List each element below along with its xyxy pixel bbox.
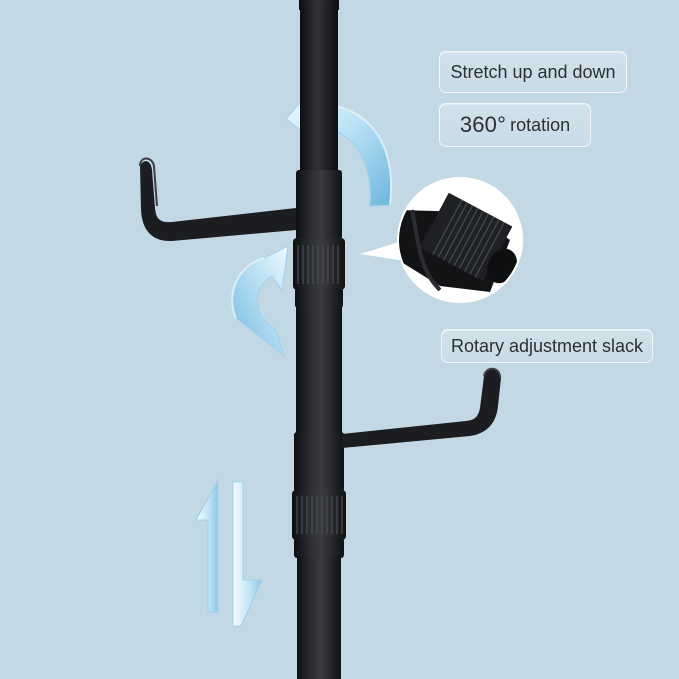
left-hook: [139, 157, 296, 242]
slack-label-text: Rotary adjustment slack: [450, 335, 644, 356]
rotation-degrees: 360°: [459, 112, 507, 137]
stretch-label: Stretch up and down: [439, 51, 627, 93]
rotation-word: rotation: [510, 114, 571, 135]
rotation-arrow-icon: [231, 245, 289, 358]
rotation-label: 360° rotation: [439, 103, 591, 147]
up-down-arrows-icon: [195, 479, 263, 627]
right-hook: [342, 367, 502, 448]
slack-label: Rotary adjustment slack: [441, 329, 653, 363]
detail-inset: [360, 177, 523, 303]
stretch-label-text: Stretch up and down: [450, 61, 616, 82]
coat-rack-pole: [292, 0, 346, 679]
